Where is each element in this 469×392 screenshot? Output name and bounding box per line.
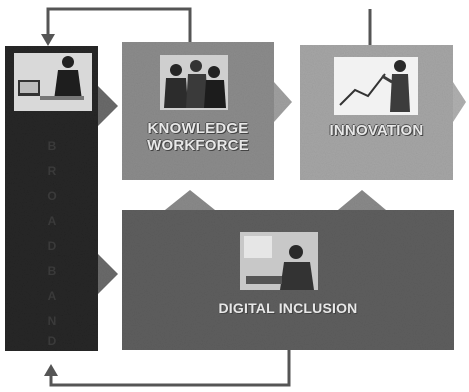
svg-text:B: B (48, 264, 57, 278)
knowledge-workforce-label-line1: KNOWLEDGE (147, 120, 249, 137)
svg-text:O: O (47, 189, 56, 203)
top-connector-arrowhead (41, 34, 55, 46)
person-at-computer-photo (14, 53, 92, 111)
bottom-connector-arrowhead (44, 364, 58, 376)
svg-text:A: A (48, 214, 57, 228)
top-connector (46, 7, 372, 45)
broadband-faint-letters: BRO ADB AND (47, 139, 56, 348)
knowledge-workforce-label-line2: WORKFORCE (147, 137, 249, 155)
svg-text:B: B (48, 139, 57, 153)
svg-text:R: R (48, 164, 57, 178)
svg-text:N: N (48, 314, 57, 328)
svg-text:A: A (48, 289, 57, 303)
people-group-at-computers-photo (160, 55, 228, 110)
svg-text:D: D (48, 334, 57, 348)
digital-inclusion-label: DIGITAL INCLUSION (218, 300, 358, 316)
knowledge-workforce-label: KNOWLEDGE WORKFORCE (122, 120, 274, 155)
innovation-label: INNOVATION (329, 122, 424, 139)
presenter-with-chart-photo (334, 57, 418, 115)
bottom-connector (49, 350, 291, 387)
svg-text:D: D (48, 239, 57, 253)
person-typing-at-keyboard-photo (240, 232, 318, 290)
